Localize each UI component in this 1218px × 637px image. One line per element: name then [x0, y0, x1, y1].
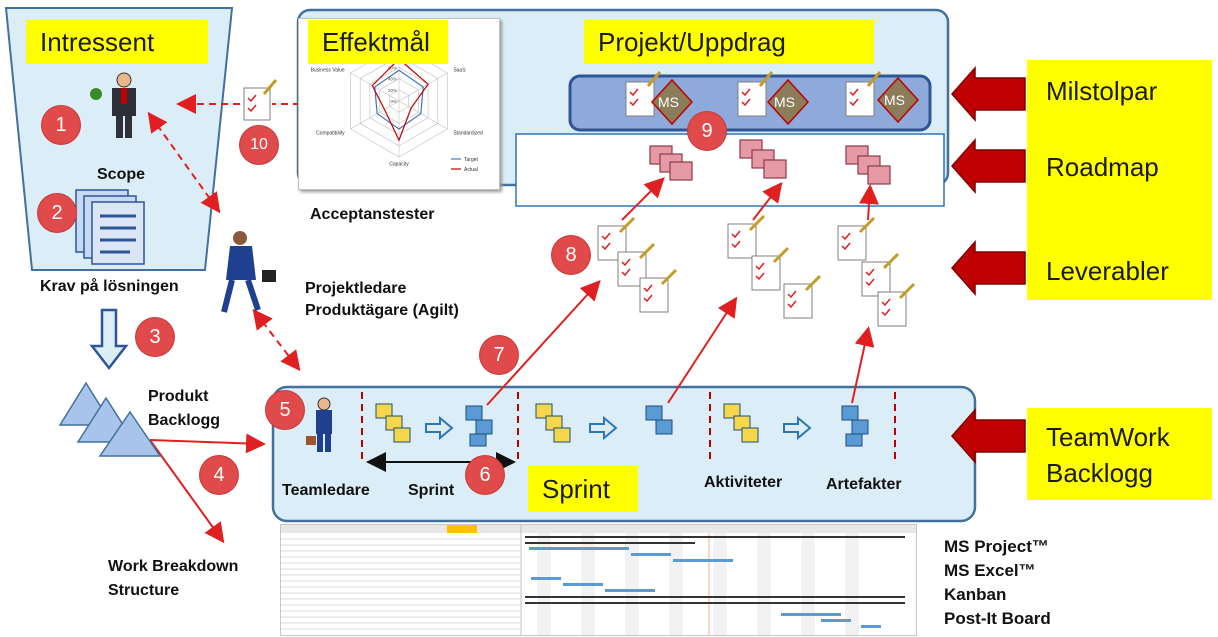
badge-7: 7 [480, 336, 518, 374]
backlogg-label: Backlogg [148, 412, 221, 429]
tool-ms-excel: MS Excel™ [944, 561, 1036, 580]
radar-axis-label: Standardized [453, 130, 483, 136]
teamleader-figure [306, 397, 332, 452]
wbs-label-line1: Work Breakdown [108, 558, 239, 575]
radar-series-target [374, 69, 424, 130]
acceptanstester-label: Acceptanstester [310, 206, 435, 223]
roadmap-label: Roadmap [1046, 152, 1159, 183]
teamwork-label: TeamWork [1046, 422, 1170, 453]
radar-legend-label: Target [464, 157, 479, 163]
backlogg-side-label: Backlogg [1046, 458, 1153, 489]
scope-label: Scope [97, 166, 146, 183]
milestone-label-2: MS [774, 94, 795, 110]
project-manager-figure [221, 231, 276, 313]
produkt-label: Produkt [148, 388, 209, 405]
radar-axis-label: Business Value [311, 68, 345, 74]
badge-10: 10 [240, 126, 278, 164]
radar-tick-label: 0% [390, 99, 397, 104]
aktiviteter-label: Aktiviteter [704, 474, 783, 491]
gantt-graphic [281, 525, 916, 635]
radar-legend-label: Actual [464, 167, 478, 173]
wbs-label-line2: Structure [108, 582, 180, 599]
tool-ms-project: MS Project™ [944, 537, 1049, 556]
badge-9: 9 [688, 112, 726, 150]
stakeholder-figure [90, 72, 136, 138]
radar-tick-label: 40% [388, 77, 397, 82]
produktagare-label: Produktägare (Agilt) [305, 302, 459, 319]
milestone-label-1: MS [658, 94, 679, 110]
radar-tick-label: 20% [388, 88, 397, 93]
radar-tick-label: 60% [388, 65, 397, 70]
badge-4: 4 [200, 456, 238, 494]
milestone-label-3: MS [884, 92, 905, 108]
down-arrow [89, 308, 129, 371]
teamledare-label: Teamledare [282, 482, 370, 499]
projektledare-label: Projektledare [305, 280, 407, 297]
radar-axis-label: Capacity [389, 162, 409, 168]
badge-2: 2 [38, 194, 76, 232]
sprint-title: Sprint [528, 466, 638, 512]
intressent-title: Intressent [26, 20, 208, 64]
projekt-title: Projekt/Uppdrag [584, 20, 874, 64]
badge-5: 5 [266, 391, 304, 429]
radar-axis-label: SaaS [453, 68, 466, 74]
leverabler-label: Leverabler [1046, 256, 1169, 287]
artefakter-label: Artefakter [826, 476, 902, 493]
milstolpar-label: Milstolpar [1046, 76, 1158, 107]
radar-spoke [398, 100, 448, 130]
badge-6: 6 [466, 456, 504, 494]
radar-spoke [350, 100, 400, 130]
tool-post-it: Post-It Board [944, 609, 1051, 628]
krav-label: Krav på lösningen [40, 278, 179, 295]
badge-3: 3 [136, 318, 174, 356]
gantt-screenshot [280, 524, 917, 636]
tool-kanban: Kanban [944, 585, 1007, 604]
badge-1: 1 [42, 106, 80, 144]
badge-8: 8 [552, 236, 590, 274]
radar-axis-label: Compatibility [316, 130, 345, 136]
sprint-arrow-label: Sprint [408, 482, 455, 499]
effektmal-title: Effektmål [308, 20, 448, 64]
radar-series-actual [371, 58, 429, 142]
